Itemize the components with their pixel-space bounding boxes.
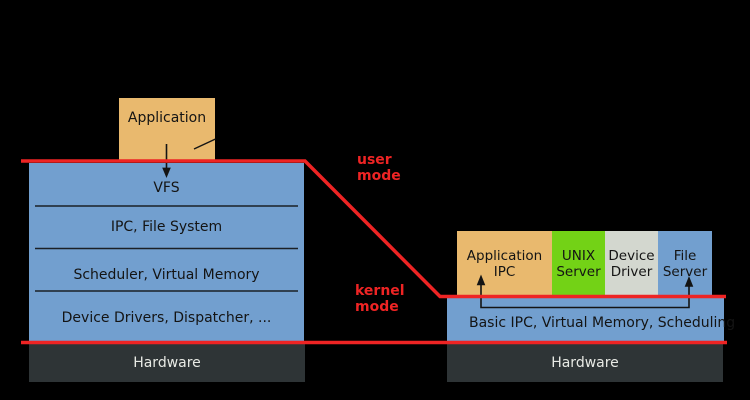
user-mode-line1: user — [357, 152, 392, 168]
microkernel-kernel-label: Basic IPC, Virtual Memory, Scheduling — [469, 315, 736, 331]
kernel-layer-scheduler-vm: Scheduler, Virtual Memory — [73, 267, 260, 283]
server-file-server-line2: Server — [662, 263, 708, 280]
kernel-layer-drivers-dispatcher: Device Drivers, Dispatcher, ... — [61, 310, 272, 326]
monolithic-application-box — [119, 98, 215, 161]
server-unix-line1: UNIX — [561, 247, 596, 264]
server-application-ipc-box: Application IPC — [457, 231, 552, 296]
server-unix-box: UNIX Server — [552, 231, 605, 296]
user-mode-line2: mode — [357, 168, 401, 184]
server-device-driver-line1: Device — [608, 247, 655, 264]
server-application-ipc-line1: Application — [466, 247, 543, 264]
server-file-server-line1: File — [673, 247, 697, 264]
kernel-mode-line2: mode — [355, 299, 399, 315]
kernel-layer-vfs: VFS — [153, 180, 180, 196]
server-unix-line2: Server — [556, 263, 601, 280]
server-device-driver-box: Device Driver — [605, 231, 658, 296]
kernel-mode-line1: kernel — [355, 283, 405, 299]
monolithic-application-label: Application — [127, 110, 207, 126]
microkernel-hardware-box — [447, 344, 723, 382]
monolithic-hardware-label: Hardware — [133, 355, 201, 371]
monolithic-hardware-box — [29, 344, 305, 382]
server-application-ipc-line2: IPC — [493, 263, 516, 280]
microkernel-hardware-label: Hardware — [551, 355, 619, 371]
server-device-driver-line2: Driver — [610, 263, 653, 280]
kernel-layer-ipc-filesystem: IPC, File System — [110, 219, 223, 235]
server-file-server-box: File Server — [658, 231, 712, 296]
